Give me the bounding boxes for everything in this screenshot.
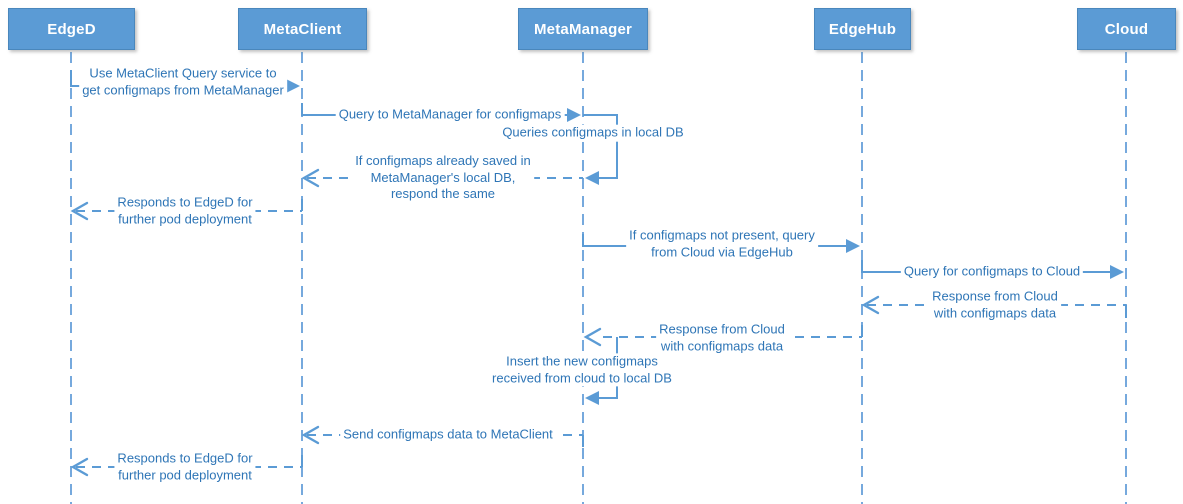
actor-edgehub: EdgeHub [814, 8, 911, 50]
message-label-10: Send configmaps data to MetaClient [340, 426, 556, 444]
message-label-2: Queries configmaps in local DB [499, 124, 687, 142]
message-line-3 [301, 168, 583, 188]
actor-cloud: Cloud [1077, 8, 1176, 50]
message-label-3: If configmaps already saved in MetaManag… [352, 153, 534, 203]
actor-metamanager: MetaManager [518, 8, 648, 50]
message-label-7: Response from Cloud with configmaps data [929, 288, 1061, 322]
message-label-9: Insert the new configmaps received from … [489, 353, 675, 387]
message-label-5: If configmaps not present, query from Cl… [626, 227, 818, 261]
message-label-0: Use MetaClient Query service to get conf… [79, 65, 287, 99]
message-label-4: Responds to EdgeD for further pod deploy… [114, 194, 256, 228]
message-label-1: Query to MetaManager for configmaps [335, 106, 565, 124]
message-line-2 [583, 114, 618, 185]
actor-metaclient: MetaClient [238, 8, 367, 50]
message-label-6: Query for configmaps to Cloud [900, 263, 1084, 281]
message-label-8: Response from Cloud with configmaps data [656, 321, 788, 355]
actor-edged: EdgeD [8, 8, 135, 50]
message-label-11: Responds to EdgeD for further pod deploy… [114, 450, 256, 484]
